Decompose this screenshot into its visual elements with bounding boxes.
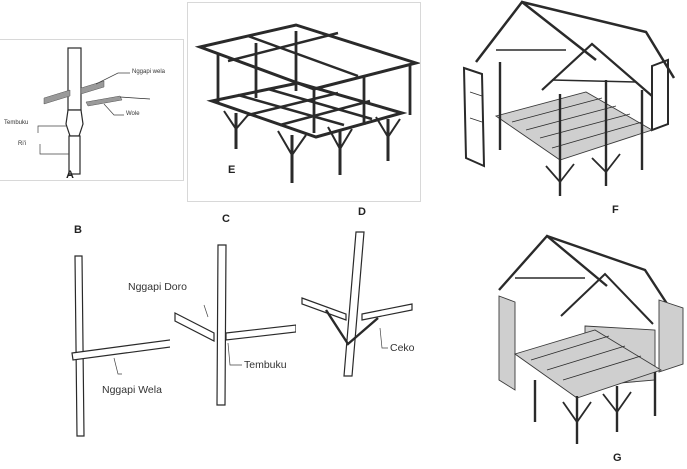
label-ri: Ri'i xyxy=(18,141,27,147)
panel-a: Nggapi wela Tembuku Wole Ri'i xyxy=(0,39,184,181)
panel-e xyxy=(187,2,421,202)
panel-f-drawing xyxy=(462,0,676,196)
label-nggapi-wela-b: Nggapi Wela xyxy=(102,384,162,396)
panel-g xyxy=(485,230,687,452)
panel-c-drawing xyxy=(174,244,297,406)
letter-e: E xyxy=(228,164,236,176)
panel-g-drawing xyxy=(498,234,684,444)
letter-f: F xyxy=(612,204,619,216)
panel-b-drawing xyxy=(71,255,179,437)
letter-b: B xyxy=(74,224,82,236)
label-nggapi-doro: Nggapi Doro xyxy=(128,281,187,293)
panel-b: B Nggapi Wela xyxy=(42,224,192,446)
letter-a: A xyxy=(66,169,74,181)
label-tembuku-c: Tembuku xyxy=(244,359,287,371)
panel-c: C Nggapi Doro Tembuku xyxy=(128,213,305,420)
label-tembuku-a: Tembuku xyxy=(4,120,29,126)
letter-d: D xyxy=(358,206,366,218)
panel-f xyxy=(456,0,687,222)
panel-d: D Ceko xyxy=(296,206,436,383)
label-wole: Wole xyxy=(126,111,140,117)
panel-d-drawing xyxy=(301,231,413,377)
label-ceko: Ceko xyxy=(390,342,415,354)
panel-a-drawing xyxy=(37,47,151,175)
letter-g: G xyxy=(613,452,622,464)
letter-c: C xyxy=(222,213,230,225)
label-nggapi-wela-a: Nggapi wela xyxy=(132,69,166,75)
panel-e-drawing xyxy=(194,23,420,183)
